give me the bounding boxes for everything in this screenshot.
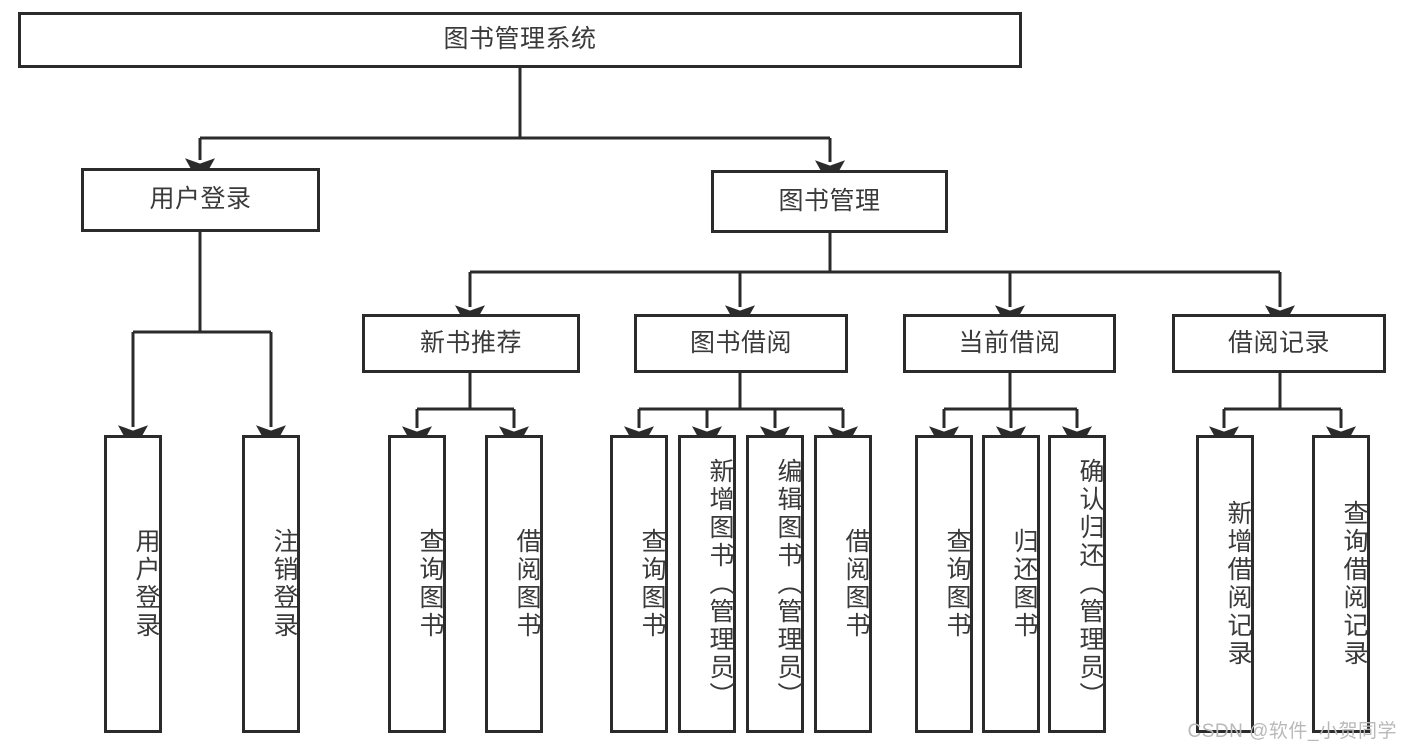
node-root-book-management-system[interactable]: 图书管理系统 xyxy=(18,12,1022,68)
node-label: 新书推荐 xyxy=(419,328,522,357)
node-label: 查询图书 xyxy=(638,528,666,640)
node-label: 当前借阅 xyxy=(958,328,1061,357)
node-label: 注销登录 xyxy=(270,528,298,640)
leaf-records-query-record[interactable]: 查询借阅记录 xyxy=(1312,435,1370,733)
leaf-borrow-query-book[interactable]: 查询图书 xyxy=(610,435,668,733)
node-label: 查询图书 xyxy=(943,528,971,640)
leaf-new-books-query-book[interactable]: 查询图书 xyxy=(388,435,446,733)
leaf-borrow-edit-book-admin[interactable]: 编辑图书（管理员） xyxy=(746,435,804,733)
leaf-user-login-login[interactable]: 用户登录 xyxy=(104,435,162,733)
node-user-login[interactable]: 用户登录 xyxy=(81,168,320,232)
node-label: 图书借阅 xyxy=(689,328,792,357)
leaf-borrow-add-book-admin[interactable]: 新增图书（管理员） xyxy=(678,435,736,733)
leaf-current-return-book[interactable]: 归还图书 xyxy=(982,435,1040,733)
node-label: 用户登录 xyxy=(149,185,252,214)
node-label: 借阅记录 xyxy=(1227,328,1330,357)
leaf-borrow-borrow-book[interactable]: 借阅图书 xyxy=(814,435,872,733)
node-label: 新增图书（管理员） xyxy=(706,458,734,710)
node-label: 确认归还（管理员） xyxy=(1076,458,1104,710)
node-book-management[interactable]: 图书管理 xyxy=(711,170,948,233)
node-label: 图书管理 xyxy=(778,186,881,215)
leaf-records-add-record[interactable]: 新增借阅记录 xyxy=(1196,435,1254,733)
node-current-borrowing[interactable]: 当前借阅 xyxy=(903,314,1116,373)
node-label: 编辑图书（管理员） xyxy=(774,458,802,710)
leaf-new-books-borrow-book[interactable]: 借阅图书 xyxy=(485,435,543,733)
node-label: 用户登录 xyxy=(132,528,160,640)
node-label: 查询借阅记录 xyxy=(1340,500,1368,668)
node-label: 图书管理系统 xyxy=(443,25,597,54)
node-label: 借阅图书 xyxy=(842,528,870,640)
node-label: 新增借阅记录 xyxy=(1224,500,1252,668)
node-book-borrowing[interactable]: 图书借阅 xyxy=(634,314,848,373)
node-new-book-recommendation[interactable]: 新书推荐 xyxy=(362,314,580,373)
leaf-current-confirm-return-admin[interactable]: 确认归还（管理员） xyxy=(1048,435,1106,733)
csdn-watermark: CSDN @软件_小贺同学 xyxy=(1187,721,1397,742)
node-label: 查询图书 xyxy=(416,528,444,640)
node-label: 归还图书 xyxy=(1010,528,1038,640)
node-label: 借阅图书 xyxy=(513,528,541,640)
leaf-current-query-book[interactable]: 查询图书 xyxy=(915,435,973,733)
node-borrowing-records[interactable]: 借阅记录 xyxy=(1172,314,1386,373)
leaf-user-login-logout[interactable]: 注销登录 xyxy=(242,435,300,733)
